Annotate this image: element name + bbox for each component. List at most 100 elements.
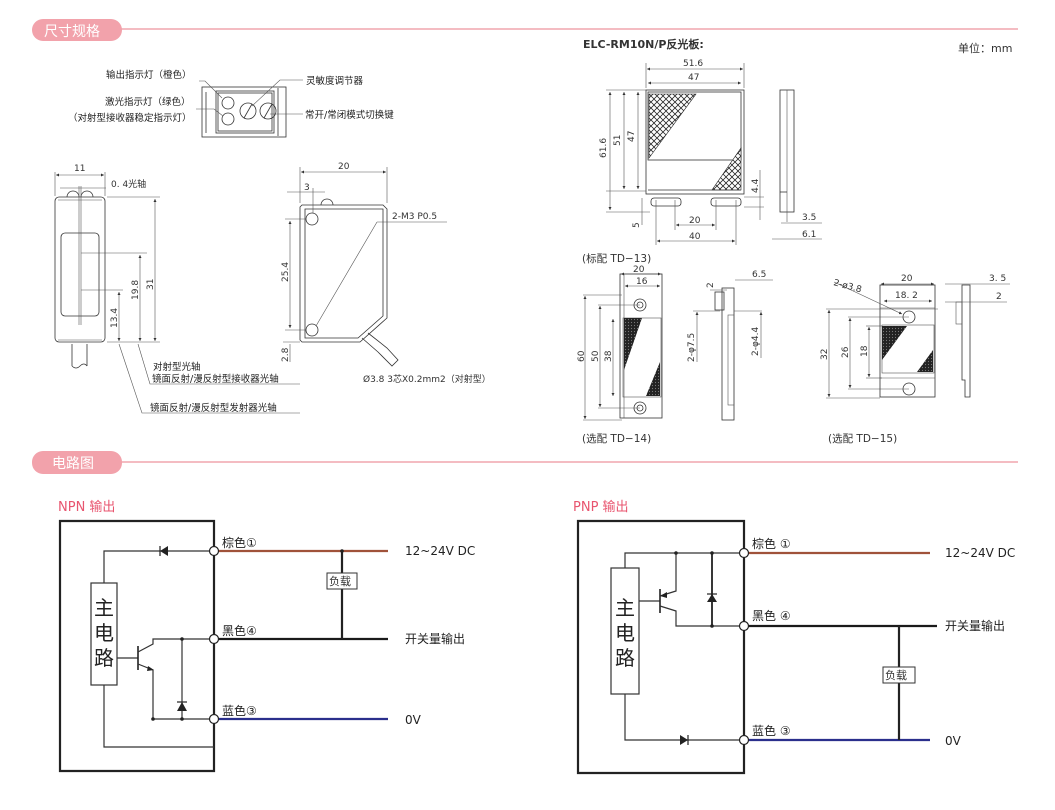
- npn-signal-0v: 0V: [405, 713, 422, 727]
- npn-circuit: NPN 输出 主 电 路 负载 棕色① 黑色④ 蓝色③: [58, 499, 475, 773]
- npn-wire-brown-label: 棕色①: [222, 535, 257, 550]
- label-output-indicator: 输出指示灯（橙色）: [106, 69, 192, 81]
- dim-td15-plate: 2: [996, 292, 1002, 302]
- section-badge: [32, 19, 122, 41]
- pnp-zener-icon: [707, 594, 717, 602]
- dim-side-thick: 6.1: [802, 230, 816, 240]
- dim-bottom-offset: 2.8: [281, 347, 291, 362]
- dim-reflector-height: 61.6: [599, 138, 609, 158]
- laser-indicator-led: [221, 112, 235, 126]
- pnp-terminal-4: [738, 620, 750, 632]
- pnp-load-box: [882, 666, 916, 684]
- caption-td15: (选配 TD−15): [828, 432, 897, 445]
- pnp-main-circuit-box: [610, 567, 640, 695]
- dim-slot-height: 4.4: [751, 178, 761, 193]
- output-indicator-led: [221, 96, 235, 110]
- npn-main-circuit-box: [90, 582, 118, 686]
- caption-td14: (选配 TD−14): [582, 432, 651, 445]
- dim-td15-pitch: 26: [841, 346, 851, 358]
- npn-main-char-3: 路: [94, 646, 114, 670]
- sensor-top-panel: 输出指示灯（橙色） 激光指示灯（绿色） （对射型接收器稳定指示灯） 灵敏度调节器…: [68, 69, 394, 138]
- section-header-dimensions: 尺寸规格: [32, 19, 1018, 41]
- section-title: 电路图: [52, 456, 94, 472]
- dim-emitter-axis: 13.4: [110, 308, 120, 328]
- label-laser-indicator: 激光指示灯（绿色）: [105, 96, 191, 108]
- pnp-wire-brown-label: 棕色 ①: [752, 536, 791, 551]
- mode-switch-knob-icon: [259, 102, 277, 120]
- dim-td14-refl: 38: [604, 350, 614, 362]
- label-receiver-axis: 镜面反射/漫反射型接收器光轴: [152, 373, 279, 385]
- dim-slot-pitch: 20: [689, 216, 701, 226]
- cable-spec: Ø3.8 3芯X0.2mm2（对射型）: [363, 373, 491, 385]
- dim-td14-width: 20: [633, 265, 645, 275]
- dim-td14-thick: 6.5: [752, 270, 766, 280]
- pnp-wire-blue-label: 蓝色 ③: [752, 724, 791, 738]
- pnp-terminal-3: [738, 734, 750, 746]
- label-receiver-indicator: （对射型接收器稳定指示灯）: [68, 112, 192, 124]
- dim-side-width: 11: [74, 164, 85, 174]
- pnp-signal-output: 开关量输出: [945, 618, 1005, 633]
- pnp-main-char-1: 主: [615, 596, 635, 620]
- dim-td14-inner: 16: [636, 277, 648, 287]
- npn-main-char-2: 电: [94, 621, 114, 645]
- dim-td14-hole-small: 2-φ4.4: [751, 327, 761, 356]
- dim-optical-axis: 0. 4光轴: [111, 178, 146, 190]
- npn-load-label: 负载: [329, 574, 351, 588]
- npn-signal-output: 开关量输出: [405, 631, 465, 646]
- npn-terminal-1: [208, 545, 220, 557]
- reflector-title: ELC-RM10N/P反光板:: [583, 37, 704, 51]
- dim-side-height: 31: [146, 279, 156, 290]
- label-mode-switch: 常开/常闭模式切换键: [305, 109, 394, 121]
- label-emitter-axis: 镜面反射/漫反射型发射器光轴: [150, 402, 277, 414]
- dim-td14-plate: 2: [706, 282, 716, 288]
- dim-td14-pitch: 50: [591, 350, 601, 362]
- npn-title: NPN 输出: [58, 499, 115, 515]
- npn-main-char-1: 主: [94, 596, 114, 620]
- dim-side-thin: 3.5: [802, 213, 816, 223]
- section-header-circuit: 电路图: [32, 451, 1018, 474]
- dim-td14-height: 60: [577, 350, 587, 362]
- label-sensitivity: 灵敏度调节器: [306, 75, 364, 87]
- dim-td15-thick: 3. 5: [989, 274, 1006, 284]
- unit-label: 单位：mm: [958, 41, 1012, 55]
- npn-signal-vdc: 12~24V DC: [405, 544, 475, 558]
- npn-zener-icon: [177, 702, 187, 711]
- dim-hole-pitch: 25.4: [281, 262, 291, 282]
- npn-wire-blue-label: 蓝色③: [222, 704, 257, 718]
- thread-spec: 2-M3 P0.5: [392, 212, 437, 222]
- dim-reflective-height: 47: [627, 131, 637, 142]
- section-badge: [32, 451, 122, 474]
- dim-td15-hole: 2-ø3.8: [832, 278, 863, 295]
- pnp-signal-0v: 0V: [945, 734, 962, 748]
- pnp-title: PNP 输出: [573, 499, 629, 515]
- npn-terminal-3: [208, 713, 220, 725]
- pnp-terminal-1: [738, 547, 750, 559]
- reflector-td13: ELC-RM10N/P反光板: 51.6 47 61.6 51 47 4.4 5…: [582, 37, 822, 265]
- dim-inner-height: 51: [613, 135, 623, 146]
- label-thru-beam-axis: 对射型光轴: [153, 361, 201, 373]
- dim-receiver-axis: 19.8: [131, 280, 141, 300]
- dim-td15-inner: 18. 2: [895, 291, 918, 301]
- pnp-signal-vdc: 12~24V DC: [945, 546, 1015, 560]
- reflector-td14: 20 16 60 50 38 6.5 2 2-φ7.5 2-φ4.4 (选配 T…: [577, 265, 773, 445]
- dim-reflective-width: 47: [688, 73, 699, 83]
- dim-td15-refl: 18: [860, 345, 870, 357]
- dim-td15-width: 20: [901, 274, 913, 284]
- reflector-td15: 20 18. 2 2-ø3.8 32 26 18 3. 5 2 (选配 TD−1…: [820, 274, 1010, 445]
- dim-reflector-width: 51.6: [683, 59, 703, 69]
- dim-slot-offset: 5: [632, 222, 642, 228]
- npn-load-box: [326, 572, 358, 590]
- pnp-load-label: 负载: [885, 668, 907, 682]
- npn-diode-icon: [160, 546, 168, 556]
- dim-td15-height: 32: [820, 349, 830, 360]
- dim-slot-span: 40: [689, 232, 701, 242]
- sensitivity-knob-icon: [239, 102, 257, 120]
- dim-hole-offset: 3: [304, 183, 310, 193]
- caption-td13: (标配 TD−13): [582, 253, 651, 265]
- pnp-main-char-3: 路: [615, 646, 635, 670]
- sensor-front-view: 20 3 25.4 2.8 2-M3 P0.5 Ø3.8 3芯X0.2mm2（对…: [281, 162, 491, 385]
- sensor-side-view: 11 0. 4光轴 31 19.8 13.4 对射型光轴 镜面反射/漫反射型接收…: [54, 164, 300, 414]
- pnp-circuit: PNP 输出 主 电 路 负载 棕色 ① 黑色 ④ 蓝色 ③ 12~24V DC…: [573, 499, 1015, 775]
- dim-td14-hole-large: 2-φ7.5: [687, 333, 697, 362]
- section-title: 尺寸规格: [44, 24, 100, 40]
